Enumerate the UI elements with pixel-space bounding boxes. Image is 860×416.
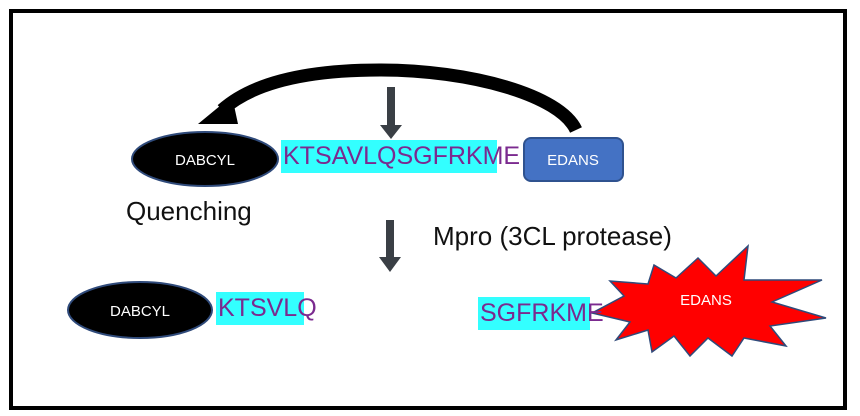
down-arrow-middle-shaft (386, 220, 394, 260)
cleaved-sequence-right: SGFRKME (478, 297, 604, 330)
dabcyl-top-ellipse (131, 131, 279, 187)
dabcyl-bottom-ellipse (67, 281, 213, 339)
dabcyl-top-label: DABCYL (175, 152, 235, 169)
edans-top-box (523, 137, 624, 182)
down-arrow-top-head (380, 125, 402, 139)
edans-bottom-label: EDANS (680, 292, 732, 309)
quenching-curve-arrowhead (198, 96, 238, 124)
down-arrow-top-shaft (387, 87, 395, 129)
enzyme-caption: Mpro (3CL protease) (433, 221, 672, 251)
cleaved-sequence-left: KTSVLQ (216, 292, 317, 325)
substrate-sequence-full: KTSAVLQSGFRKME (281, 140, 520, 173)
quenching-caption: Quenching (126, 196, 252, 226)
quenching-curve-arrow (217, 63, 582, 134)
edans-top-label: EDANS (547, 152, 599, 169)
down-arrow-middle-head (379, 257, 401, 272)
edans-burst-shape (589, 244, 827, 358)
dabcyl-bottom-label: DABCYL (110, 303, 170, 320)
